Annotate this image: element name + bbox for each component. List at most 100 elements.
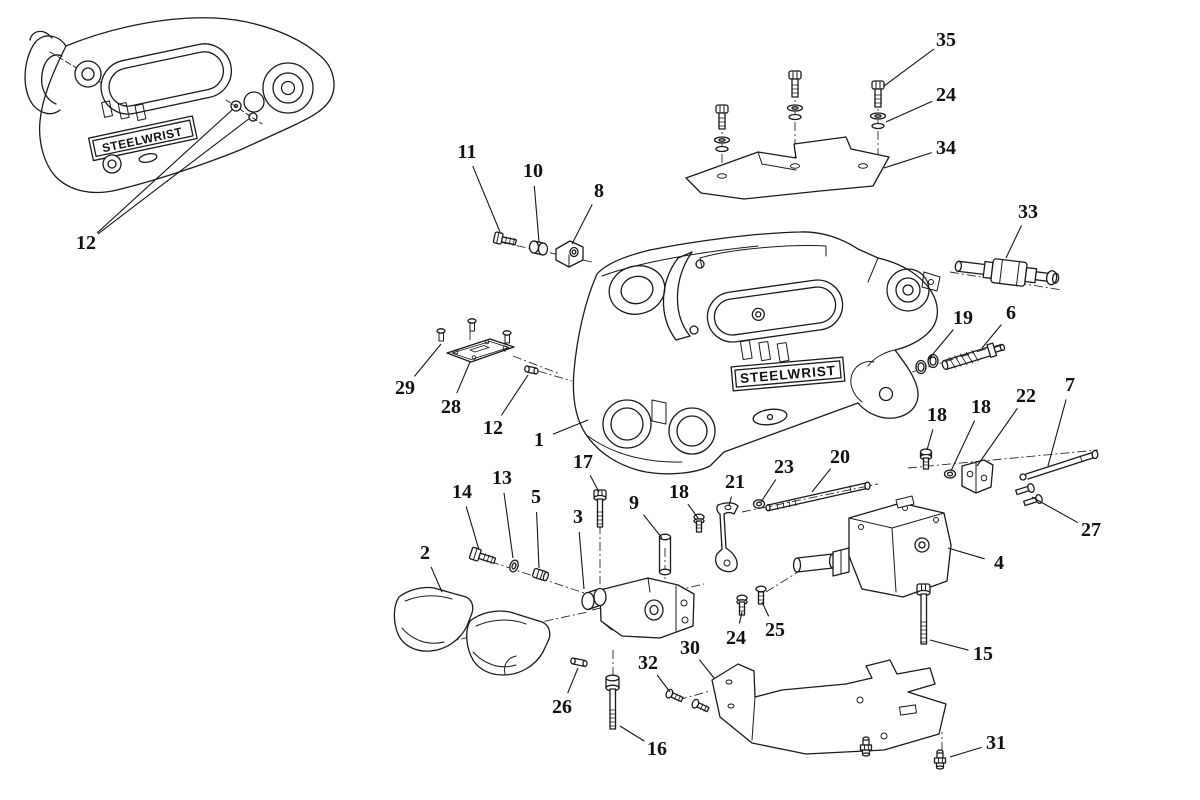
part-28-plate bbox=[446, 338, 515, 363]
leader-31 bbox=[949, 746, 982, 758]
part-30-guard-plate bbox=[711, 659, 947, 755]
leader-20 bbox=[811, 468, 832, 493]
callout-15: 15 bbox=[973, 643, 993, 665]
leader-12-overview bbox=[97, 117, 251, 235]
callout-18-b: 18 bbox=[971, 396, 991, 418]
callout-1: 1 bbox=[534, 429, 544, 451]
leader-21 bbox=[728, 496, 732, 507]
leader-11 bbox=[472, 165, 501, 233]
part-2-jaws bbox=[393, 586, 551, 676]
callout-25: 25 bbox=[765, 619, 785, 641]
callout-31: 31 bbox=[986, 732, 1006, 754]
callout-12-overview: 12 bbox=[76, 232, 96, 254]
leader-18-c bbox=[687, 503, 699, 519]
callout-18-a: 18 bbox=[927, 404, 947, 426]
part-7-rod bbox=[1019, 449, 1099, 481]
leader-26 bbox=[567, 667, 579, 694]
leader-27 bbox=[1031, 496, 1079, 524]
callout-30: 30 bbox=[680, 637, 700, 659]
part-8-block bbox=[555, 240, 584, 268]
callout-19: 19 bbox=[953, 307, 973, 329]
overview-pin-a bbox=[230, 100, 242, 112]
lock-lid-flap bbox=[662, 251, 705, 341]
callout-29: 29 bbox=[395, 377, 415, 399]
leader-2 bbox=[430, 566, 443, 593]
leader-30 bbox=[698, 659, 715, 679]
leader-23 bbox=[760, 479, 777, 503]
callout-22: 22 bbox=[1016, 385, 1036, 407]
part-35-screw bbox=[871, 80, 885, 108]
part-32-screws bbox=[665, 688, 710, 713]
leader-8 bbox=[571, 204, 593, 245]
leader-1 bbox=[552, 419, 589, 435]
callout-2: 2 bbox=[420, 542, 430, 564]
part-3-latch-bracket bbox=[581, 577, 695, 639]
part-22-bracket bbox=[961, 459, 994, 494]
callout-17: 17 bbox=[573, 451, 593, 473]
leader-24-top bbox=[885, 100, 933, 123]
callout-3: 3 bbox=[573, 506, 583, 528]
leader-34 bbox=[883, 152, 932, 169]
cover-screw-middle bbox=[786, 70, 804, 121]
callout-28: 28 bbox=[441, 396, 461, 418]
leader-14 bbox=[465, 506, 480, 551]
leader-24-bottom bbox=[738, 611, 743, 624]
part-16-bolt bbox=[605, 674, 620, 730]
part-29-screw bbox=[436, 318, 512, 344]
callout-9: 9 bbox=[629, 492, 639, 514]
part-11-screw bbox=[492, 231, 517, 246]
part-20-rod bbox=[765, 481, 871, 512]
callout-18-c: 18 bbox=[669, 481, 689, 503]
callout-13: 13 bbox=[492, 467, 512, 489]
callout-26: 26 bbox=[552, 696, 572, 718]
callout-23: 23 bbox=[774, 456, 794, 478]
leader-13 bbox=[503, 492, 514, 559]
leader-10 bbox=[533, 185, 540, 243]
callout-11: 11 bbox=[458, 141, 477, 163]
leader-12-main bbox=[500, 374, 529, 416]
callout-14: 14 bbox=[452, 481, 472, 503]
callout-33: 33 bbox=[1018, 201, 1038, 223]
part-13-washer bbox=[509, 559, 519, 573]
callout-7: 7 bbox=[1065, 374, 1075, 396]
part-4-actuator bbox=[792, 495, 952, 598]
leader-17 bbox=[589, 474, 600, 493]
part-18a-bolt bbox=[919, 448, 933, 470]
leader-32 bbox=[656, 674, 671, 693]
part-19-rings bbox=[915, 353, 939, 375]
part-34-cover-plate bbox=[685, 136, 890, 200]
callout-32: 32 bbox=[638, 652, 658, 674]
cover-screw-left bbox=[713, 104, 731, 153]
part-26-pin bbox=[570, 657, 588, 668]
leader-7 bbox=[1047, 399, 1067, 467]
artwork: STEELWRIST bbox=[24, 17, 1099, 770]
part-9-pin bbox=[658, 533, 672, 576]
callout-35: 35 bbox=[936, 29, 956, 51]
part-14-bolt bbox=[468, 546, 497, 564]
leader-5 bbox=[536, 511, 540, 569]
callout-24-bottom: 24 bbox=[726, 627, 746, 649]
leader-lines bbox=[96, 48, 1079, 758]
callout-16: 16 bbox=[647, 738, 667, 760]
part-24-bolt-bottom bbox=[736, 594, 748, 616]
leader-15 bbox=[929, 639, 969, 651]
leader-33 bbox=[1005, 225, 1022, 259]
overview-pin-b bbox=[248, 112, 258, 122]
leader-29 bbox=[414, 343, 442, 377]
leader-6 bbox=[981, 324, 1002, 349]
leader-16 bbox=[619, 725, 645, 742]
main-body-part-1: STEELWRIST bbox=[572, 231, 941, 475]
leader-28 bbox=[456, 361, 471, 394]
part-31-fittings bbox=[859, 736, 947, 770]
part-27-screws bbox=[1015, 482, 1043, 507]
part-24-washers-top bbox=[869, 112, 887, 130]
overview-assembled-unit: STEELWRIST bbox=[24, 17, 335, 194]
leader-22 bbox=[976, 407, 1018, 467]
leader-9 bbox=[642, 514, 663, 539]
leader-18-a bbox=[926, 429, 934, 451]
callout-10: 10 bbox=[523, 160, 543, 182]
callout-34: 34 bbox=[936, 137, 956, 159]
callout-20: 20 bbox=[830, 446, 850, 468]
